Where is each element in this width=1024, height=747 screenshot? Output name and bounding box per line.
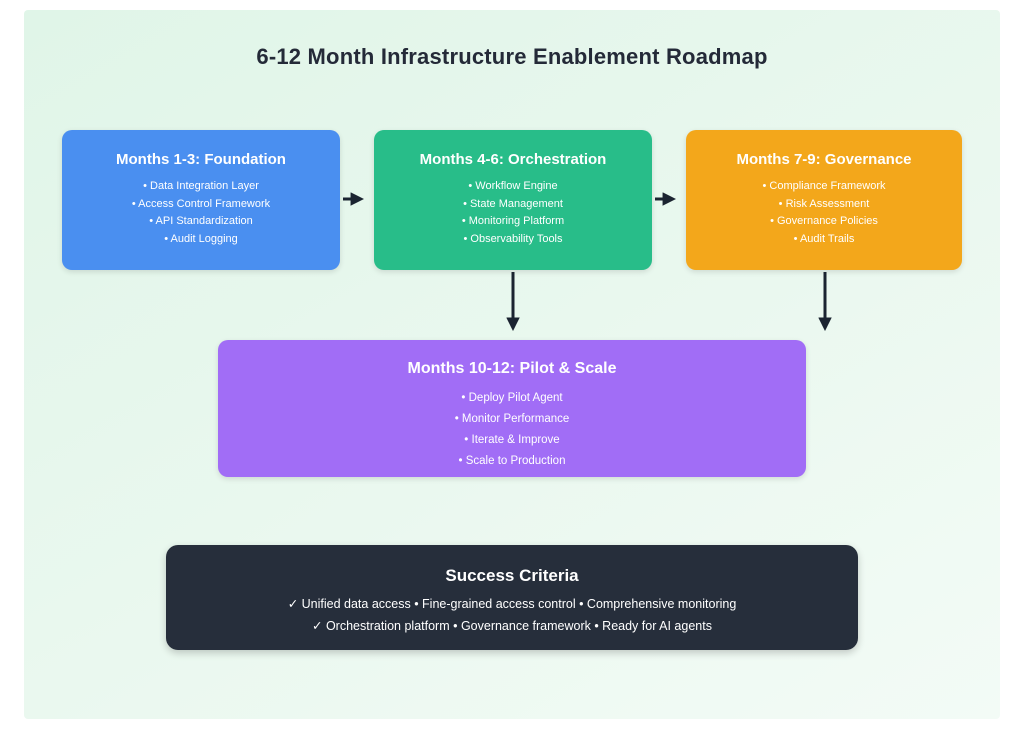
phase-item-list: • Compliance Framework • Risk Assessment… bbox=[686, 181, 962, 245]
success-criteria-line: ✓ Unified data access • Fine-grained acc… bbox=[287, 597, 737, 611]
phase-item-list: • Deploy Pilot Agent • Monitor Performan… bbox=[218, 392, 806, 467]
phase-item: • Iterate & Improve bbox=[464, 434, 560, 446]
phase-item: • Scale to Production bbox=[458, 455, 566, 467]
phase-item: • Observability Tools bbox=[463, 232, 563, 245]
phase-item: • Access Control Framework bbox=[131, 197, 271, 210]
phase-item: • Workflow Engine bbox=[468, 180, 558, 192]
phase-title: Months 4-6: Orchestration bbox=[419, 151, 607, 168]
phase-item: • Compliance Framework bbox=[762, 180, 886, 192]
phase-box-foundation: Months 1-3: Foundation • Data Integratio… bbox=[62, 130, 340, 270]
success-criteria-box: Success Criteria ✓ Unified data access •… bbox=[166, 545, 858, 650]
phase-item: • Audit Trails bbox=[793, 232, 855, 245]
phase-box-orchestration: Months 4-6: Orchestration • Workflow Eng… bbox=[374, 130, 652, 270]
phase-title: Months 1-3: Foundation bbox=[116, 151, 286, 168]
phase-box-pilot-scale: Months 10-12: Pilot & Scale • Deploy Pil… bbox=[218, 340, 806, 477]
phase-item: • Deploy Pilot Agent bbox=[461, 392, 563, 404]
phase-item: • API Standardization bbox=[149, 215, 253, 227]
phase-item-list: • Workflow Engine • State Management • M… bbox=[374, 181, 652, 245]
success-criteria-line: ✓ Orchestration platform • Governance fr… bbox=[312, 619, 712, 633]
phase-item: • Monitor Performance bbox=[454, 413, 570, 425]
phase-item: • Risk Assessment bbox=[778, 197, 870, 210]
phase-title: Months 7-9: Governance bbox=[736, 151, 912, 168]
phase-item: • Data Integration Layer bbox=[143, 180, 259, 192]
page-title: 6-12 Month Infrastructure Enablement Roa… bbox=[256, 44, 768, 69]
success-criteria-lines: ✓ Unified data access • Fine-grained acc… bbox=[166, 598, 858, 633]
phase-item: • Audit Logging bbox=[164, 232, 238, 245]
phase-item: • Governance Policies bbox=[770, 215, 878, 227]
phase-title: Months 10-12: Pilot & Scale bbox=[407, 360, 617, 377]
phase-item-list: • Data Integration Layer • Access Contro… bbox=[62, 181, 340, 245]
phase-box-governance: Months 7-9: Governance • Compliance Fram… bbox=[686, 130, 962, 270]
phase-item: • Monitoring Platform bbox=[461, 215, 565, 227]
success-criteria-title: Success Criteria bbox=[445, 566, 579, 585]
phase-item: • State Management bbox=[463, 197, 563, 210]
